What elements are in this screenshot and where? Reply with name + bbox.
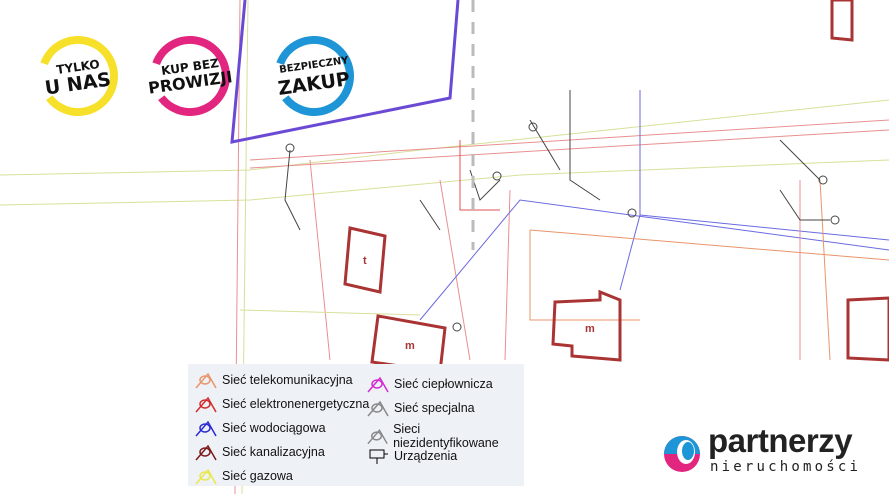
network-line-icon xyxy=(195,420,217,437)
network-line-icon xyxy=(367,400,389,417)
legend-label: Sieć telekomunikacyjna xyxy=(222,373,353,387)
legend-item: Sieć telekomunikacyjna xyxy=(194,370,353,390)
legend-label: Sieci niezidentyfikowane xyxy=(393,422,499,450)
legend-item: Sieć elektronenergetyczna xyxy=(194,394,369,414)
network-line-icon xyxy=(195,468,217,485)
badge-bezpieczny-zakup: BEZPIECZNY ZAKUP xyxy=(272,34,356,118)
ring-icon xyxy=(274,36,354,117)
logo-icon xyxy=(664,436,700,472)
legend-label: Sieć elektronenergetyczna xyxy=(222,397,370,411)
legend-label: Sieć ciepłownicza xyxy=(394,377,493,391)
badge-tylko-u-nas: TYLKO U NAS xyxy=(36,34,120,118)
badge-kup-bez-prowizji: KUP BEZ PROWIZJI xyxy=(147,34,234,118)
legend-item: Sieci niezidentyfikowane xyxy=(366,422,524,450)
legend-item: Sieć ciepłownicza xyxy=(366,374,493,394)
parcel-boundary xyxy=(230,0,460,144)
partnerzy-logo: partnerzy nieruchomości xyxy=(652,416,888,494)
logo-subtitle: nieruchomości xyxy=(710,459,862,475)
ring-icon xyxy=(38,36,118,117)
device-icon xyxy=(369,449,388,464)
logo-name: partnerzy xyxy=(708,422,853,459)
ring-icon xyxy=(150,36,231,117)
legend-item: Urządzenia xyxy=(366,446,457,466)
legend-item: Sieć gazowa xyxy=(194,466,293,486)
network-line-icon xyxy=(367,376,389,393)
building-label: m xyxy=(405,340,415,352)
legend-label: Urządzenia xyxy=(394,449,458,463)
legend-label: Sieć gazowa xyxy=(222,469,293,483)
legend-item: Sieć kanalizacyjna xyxy=(194,442,325,462)
network-line-icon xyxy=(195,396,217,413)
network-line-icon xyxy=(195,444,217,461)
legend-item: Sieć wodociągowa xyxy=(194,418,326,438)
legend-label: Sieć wodociągowa xyxy=(222,421,326,435)
legend-label: Sieć kanalizacyjna xyxy=(222,445,325,459)
legend-label: Sieć specjalna xyxy=(394,401,475,415)
network-line-icon xyxy=(195,372,217,389)
network-line-icon xyxy=(367,428,388,445)
legend-item: Sieć specjalna xyxy=(366,398,475,418)
building xyxy=(343,226,387,294)
building-label: t xyxy=(363,255,367,267)
building-label: m xyxy=(585,323,595,335)
